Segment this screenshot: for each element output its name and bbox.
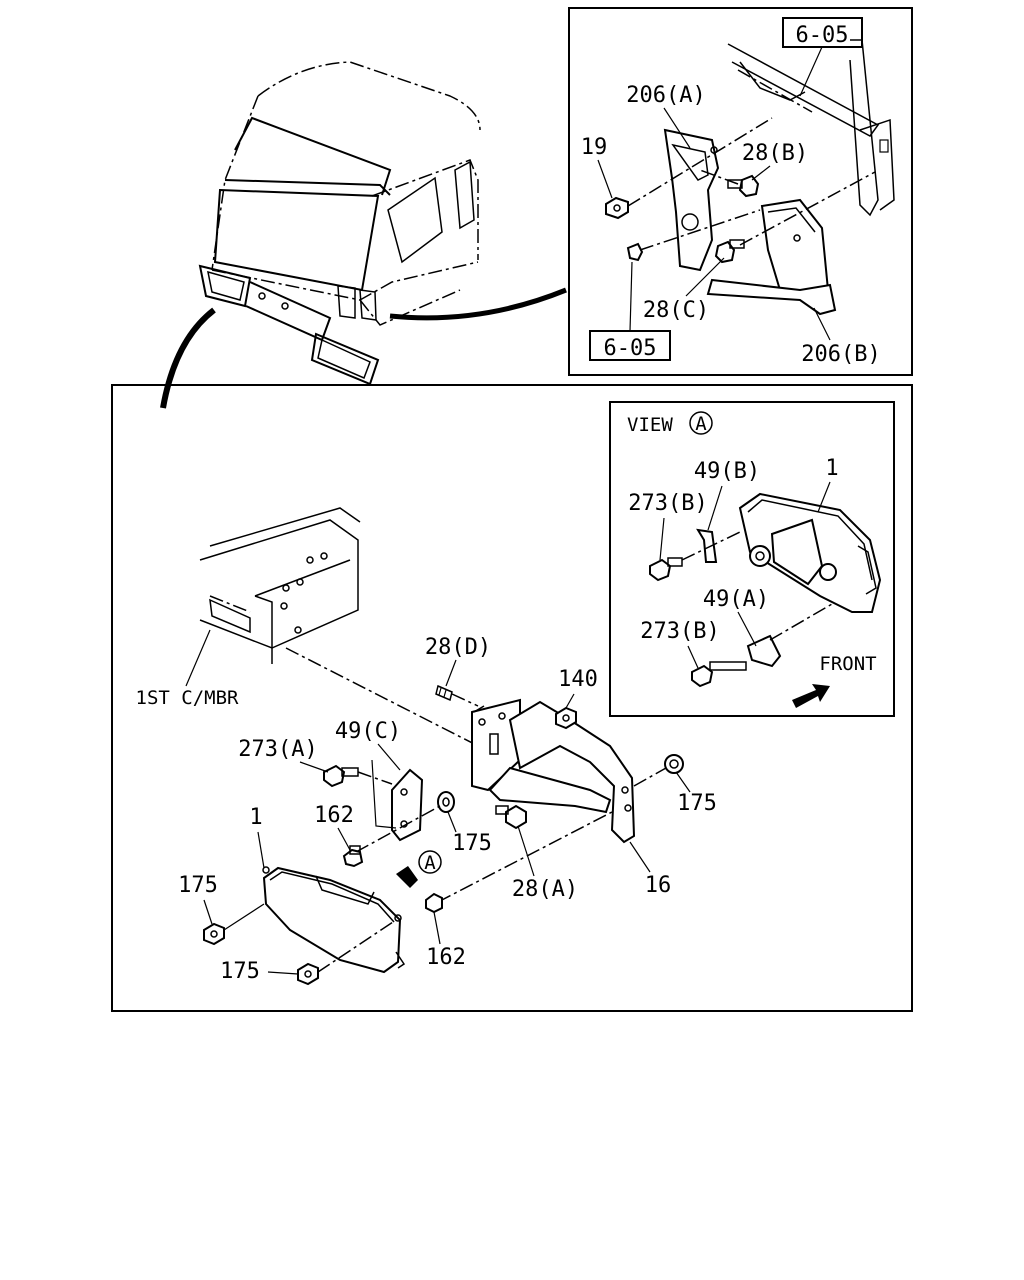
label-175-bottom: 175 — [220, 959, 260, 984]
label-49c: 49(C) — [335, 719, 401, 744]
nut-175-bottom — [297, 962, 319, 986]
view-a-circle-letter: A — [695, 413, 707, 435]
leader-detail-b — [639, 209, 761, 251]
frame-rail-detail — [727, 39, 895, 217]
nut-175-left — [203, 922, 225, 946]
stud-28d — [435, 684, 453, 702]
bolt-273b-top — [649, 557, 683, 582]
label-16: 16 — [645, 873, 672, 898]
view-a-arrow-circle — [418, 850, 442, 874]
bolt-162-top — [342, 845, 364, 868]
view-a-arrow-letter: A — [424, 852, 436, 874]
label-206b: 206(B) — [801, 342, 880, 367]
label-140: 140 — [558, 667, 598, 692]
callout-sweep-left — [160, 307, 216, 409]
view-a-title: VIEW — [627, 414, 673, 436]
bolt-28a — [495, 804, 527, 830]
view-label-273b-bottom: 273(B) — [640, 619, 719, 644]
bolt-28c — [714, 239, 745, 264]
cross-member — [199, 507, 361, 664]
view-label-49b: 49(B) — [694, 459, 760, 484]
bracket-49c — [391, 768, 424, 842]
bracket-206a — [663, 128, 720, 272]
bolt-273a — [323, 764, 359, 788]
leader-main-a — [285, 647, 491, 753]
view-label-49a: 49(A) — [703, 587, 769, 612]
main-box-frame — [111, 384, 913, 1012]
label-28a: 28(A) — [512, 877, 578, 902]
headlamp-main — [262, 866, 406, 974]
bracket-49a — [746, 634, 782, 668]
ref-label-bottom: 6-05 — [604, 336, 657, 361]
view-label-1: 1 — [825, 456, 838, 481]
washer-175-mid — [437, 791, 455, 813]
nut-19 — [605, 196, 629, 220]
leader-detail-c — [739, 171, 876, 246]
bolt-162-bottom — [425, 892, 443, 914]
view-label-front: FRONT — [819, 653, 876, 675]
leader-view-a-bottom — [769, 603, 833, 641]
label-175-mid: 175 — [452, 831, 492, 856]
leader-detail-d — [699, 169, 739, 185]
label-162-bottom: 162 — [426, 945, 466, 970]
bolt-273b-bottom — [691, 661, 747, 688]
label-162-top: 162 — [314, 803, 354, 828]
bracket-49b — [696, 528, 718, 563]
bolt-28b — [727, 174, 760, 198]
label-28b: 28(B) — [742, 141, 808, 166]
leader-detail-a — [627, 117, 773, 207]
ref-box-top — [782, 17, 863, 48]
truck-cab-illustration — [198, 61, 481, 386]
label-28d: 28(D) — [425, 635, 491, 660]
label-175-right: 175 — [677, 791, 717, 816]
bolt-6-05 — [626, 242, 644, 262]
label-19: 19 — [581, 135, 608, 160]
leader-view-a-top — [681, 531, 741, 561]
headlamp-view-a — [738, 492, 882, 613]
bracket-16 — [471, 698, 636, 844]
label-206a: 206(A) — [626, 83, 705, 108]
label-28c: 28(C) — [643, 298, 709, 323]
detail-box-frame — [568, 7, 913, 376]
front-arrow-icon — [792, 684, 830, 708]
ref-label-top: 6-05 — [796, 23, 849, 48]
view-a-arrow-icon — [396, 866, 418, 888]
label-1st-cmbr: 1ST C/MBR — [136, 687, 240, 709]
label-1: 1 — [249, 805, 262, 830]
callout-sweep-right — [389, 287, 567, 321]
label-175-left: 175 — [178, 873, 218, 898]
view-label-273b-top: 273(B) — [628, 491, 707, 516]
view-a-circle — [689, 411, 713, 435]
view-a-box-frame — [609, 401, 895, 717]
label-273a: 273(A) — [238, 737, 317, 762]
washer-175-right — [664, 754, 684, 774]
